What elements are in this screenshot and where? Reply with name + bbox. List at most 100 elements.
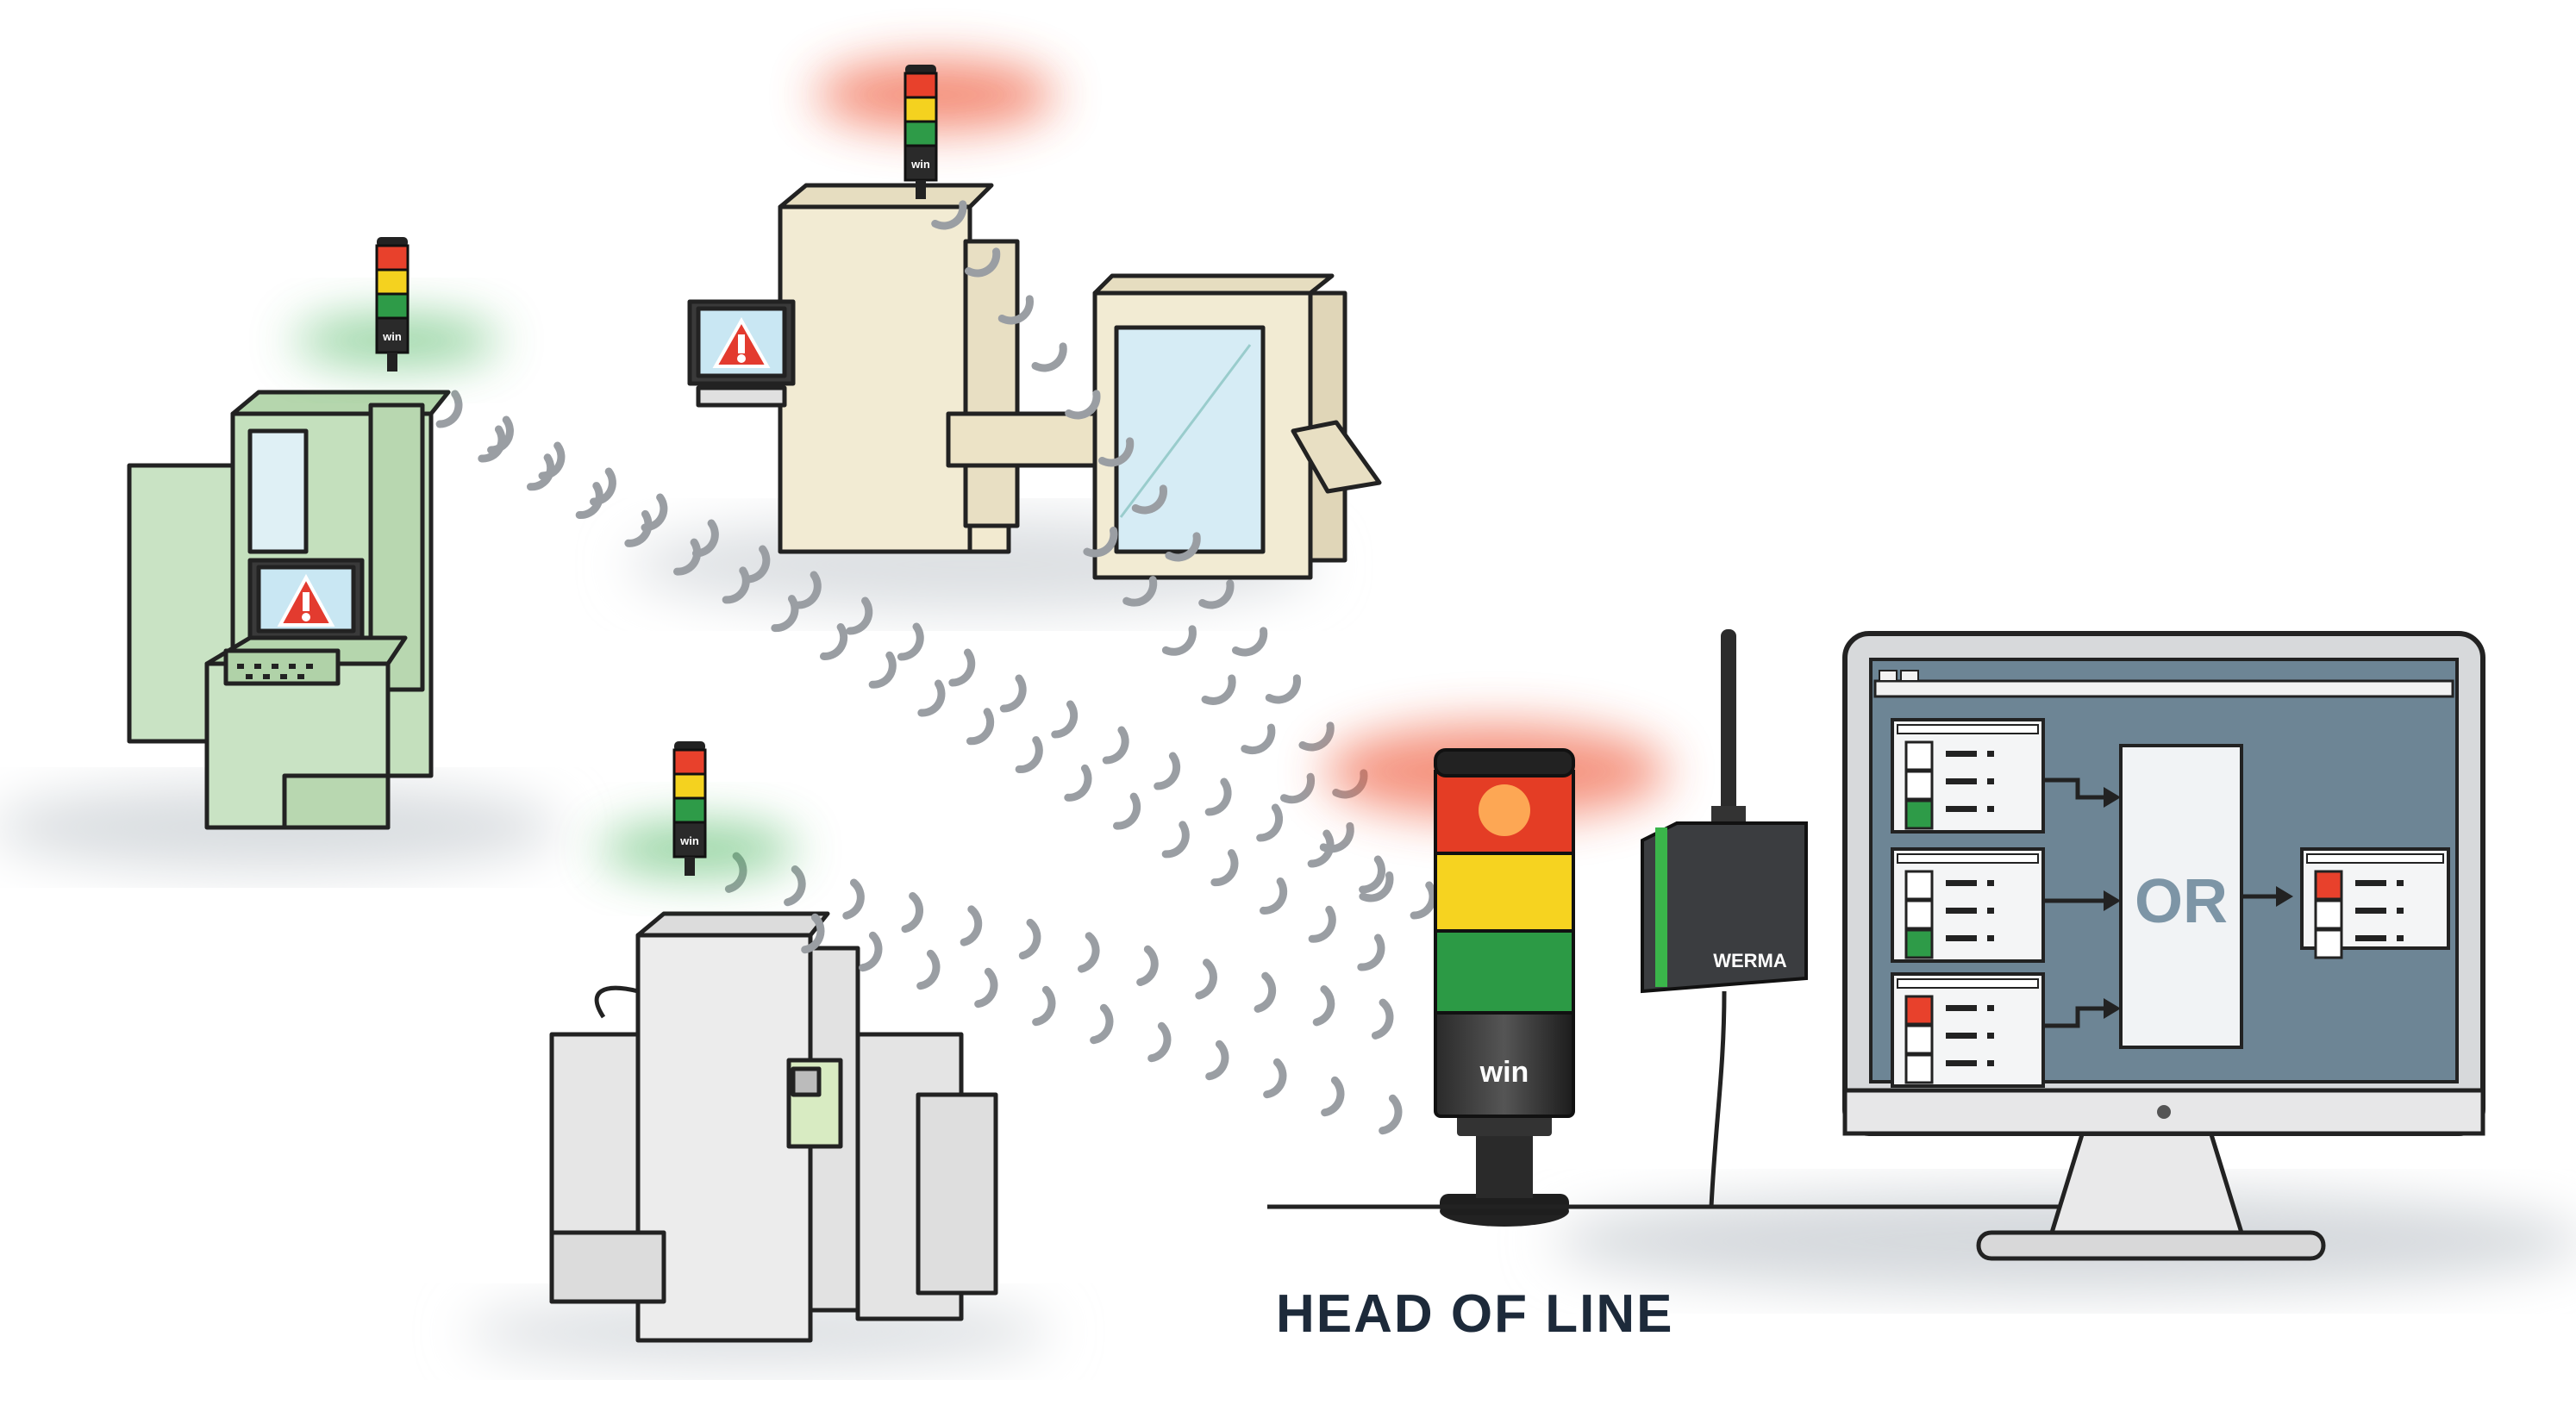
light-yellow bbox=[903, 96, 938, 123]
arrow-right-icon bbox=[2241, 886, 2293, 907]
panel-light bbox=[1904, 995, 1934, 1026]
signal-arc bbox=[917, 679, 946, 717]
signal-arc bbox=[1032, 985, 1056, 1027]
head-of-line-caption: HEAD OF LINE bbox=[1276, 1284, 1673, 1344]
signal-arc bbox=[1165, 532, 1201, 562]
wireless-receiver: WERMA bbox=[1641, 629, 1808, 1208]
warning-icon bbox=[712, 316, 771, 368]
signal-arc bbox=[1201, 674, 1236, 705]
signal-arc bbox=[1321, 1076, 1345, 1117]
monitor-input-panel bbox=[1891, 847, 2045, 963]
stacklight-brand-mark: win bbox=[910, 158, 930, 171]
signal-arc bbox=[1205, 1040, 1229, 1081]
signal-arc bbox=[1198, 579, 1235, 609]
signal-arc bbox=[916, 949, 941, 990]
signal-arc bbox=[624, 509, 653, 547]
panel-light bbox=[2314, 928, 2343, 959]
light-red bbox=[903, 72, 938, 99]
signal-arc bbox=[1077, 932, 1100, 973]
arrow-right-icon bbox=[2043, 777, 2121, 808]
tower-brand-mark: win bbox=[1479, 1056, 1529, 1089]
signal-arc bbox=[1298, 721, 1335, 752]
signal-arc bbox=[1254, 971, 1277, 1013]
panel-light bbox=[1904, 1024, 1934, 1055]
signal-arc bbox=[1195, 959, 1217, 1000]
signal-arc bbox=[435, 390, 463, 428]
signal-arc bbox=[1359, 855, 1386, 894]
monitor-input-panel bbox=[1891, 972, 2045, 1088]
signal-arc bbox=[1307, 829, 1335, 868]
signal-arc bbox=[846, 596, 873, 635]
light-red bbox=[672, 748, 707, 776]
signal-arc bbox=[1280, 772, 1316, 804]
antenna-icon bbox=[1721, 629, 1736, 827]
stacklight-brand-mark: win bbox=[382, 330, 402, 343]
signal-arc bbox=[1357, 934, 1385, 971]
light-red bbox=[375, 244, 410, 272]
panel-light bbox=[1904, 770, 1934, 801]
signal-arc bbox=[948, 648, 976, 687]
signal-arc bbox=[1064, 764, 1092, 802]
signal-arc bbox=[1147, 1021, 1172, 1063]
signal-arc bbox=[771, 595, 799, 633]
machine-bottom-stacklight: win bbox=[672, 741, 707, 876]
stacklight-brand-mark: win bbox=[679, 834, 699, 847]
panel-light bbox=[1904, 899, 1934, 930]
signal-arc bbox=[859, 931, 883, 972]
light-green bbox=[375, 292, 410, 320]
signal-arc bbox=[526, 453, 555, 491]
signal-arc bbox=[722, 566, 750, 604]
panel-light bbox=[1904, 740, 1934, 771]
panel-light bbox=[1904, 799, 1934, 830]
signal-arc bbox=[801, 913, 825, 954]
signal-arc bbox=[1410, 881, 1437, 920]
signal-arc bbox=[868, 651, 897, 689]
signal-arc bbox=[1122, 576, 1158, 607]
panel-light bbox=[1904, 1053, 1934, 1084]
machine-left-stacklight: win bbox=[375, 237, 410, 372]
wireless-signal-icon bbox=[435, 200, 1437, 1135]
signal-arc bbox=[1371, 998, 1394, 1040]
signal-arc bbox=[743, 545, 771, 584]
signal-arc bbox=[1319, 821, 1354, 853]
signal-arc bbox=[1015, 736, 1043, 774]
signal-arc bbox=[966, 708, 995, 746]
signal-arc bbox=[1312, 985, 1335, 1027]
light-yellow bbox=[672, 772, 707, 800]
signal-arc bbox=[1204, 777, 1232, 816]
arrow-right-icon bbox=[2043, 998, 2121, 1028]
signal-arc bbox=[1379, 1094, 1403, 1135]
signal-arc bbox=[1241, 723, 1276, 754]
signal-arc bbox=[999, 674, 1027, 713]
signal-arc bbox=[478, 425, 506, 463]
keyboard bbox=[237, 664, 313, 679]
panel-light bbox=[1904, 870, 1934, 901]
signal-arc bbox=[842, 878, 865, 920]
signal-arc bbox=[1097, 437, 1135, 467]
signal-arc bbox=[1018, 918, 1041, 960]
signal-arc bbox=[1263, 1058, 1287, 1099]
signal-arc bbox=[1265, 674, 1301, 704]
monitor-input-panel bbox=[1891, 718, 2045, 834]
machine-top bbox=[687, 183, 1382, 580]
signal-arc bbox=[1161, 625, 1197, 656]
signal-arc bbox=[1051, 700, 1079, 739]
head-of-line-stacklight: win bbox=[1434, 748, 1575, 1227]
machine-stacklights: win win win bbox=[375, 65, 938, 876]
signal-arc bbox=[1136, 945, 1159, 987]
signal-arc bbox=[901, 891, 924, 934]
light-green bbox=[672, 796, 707, 824]
signal-arc bbox=[1259, 877, 1288, 915]
monitor-screen-content: OR bbox=[1891, 718, 2450, 1088]
signal-arc bbox=[1112, 792, 1141, 830]
monitor-output-panel bbox=[2300, 847, 2450, 959]
signal-arc bbox=[1154, 752, 1181, 790]
signal-arc bbox=[672, 538, 702, 576]
light-green bbox=[903, 120, 938, 147]
receiver-brand: WERMA bbox=[1713, 950, 1787, 971]
light-yellow bbox=[375, 268, 410, 296]
panel-light bbox=[2314, 870, 2343, 901]
signal-arc bbox=[974, 967, 998, 1008]
